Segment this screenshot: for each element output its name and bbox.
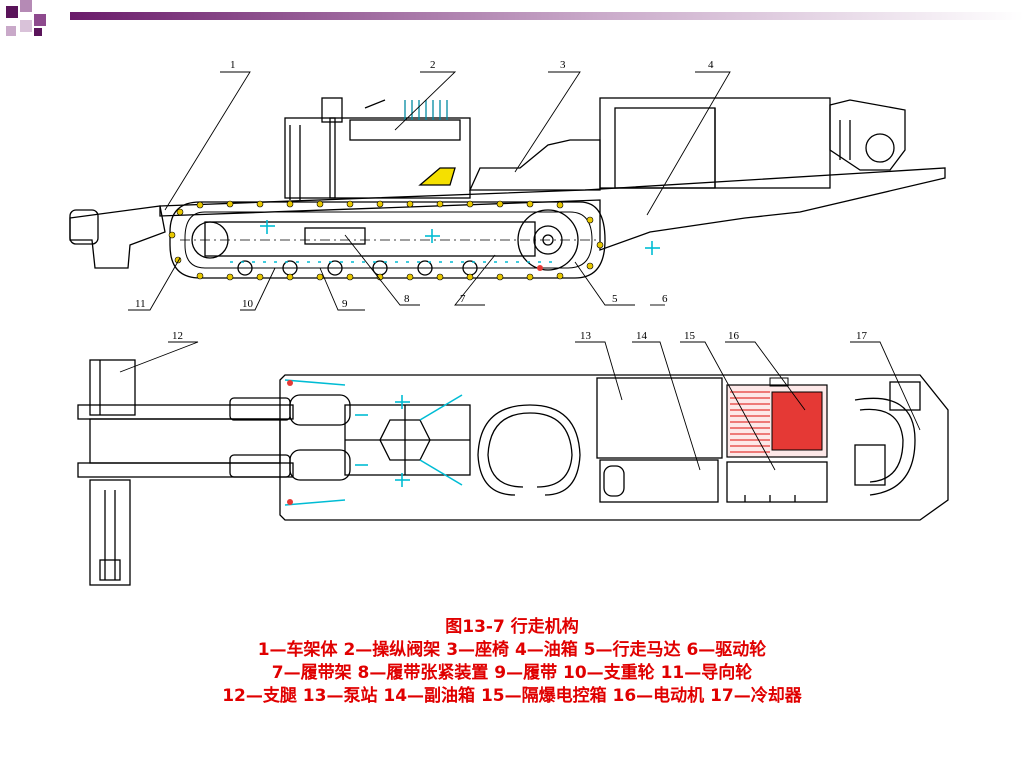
caption-line-3: 12—支腿 13—泵站 14—副油箱 15—隔爆电控箱 16—电动机 17—冷却…	[222, 686, 802, 706]
header-gradient-bar	[70, 12, 1024, 20]
callout-12: 12	[172, 330, 183, 342]
callout-13: 13	[580, 330, 592, 342]
callout-9: 9	[342, 298, 348, 310]
deco-square	[34, 28, 42, 36]
callout-6: 6	[662, 293, 668, 305]
deco-square	[6, 6, 18, 18]
callout-4: 4	[708, 59, 714, 71]
callout-14: 14	[636, 330, 648, 342]
callout-8: 8	[404, 293, 410, 305]
caption-title: 图13-7 行走机构	[445, 617, 579, 637]
deco-square	[20, 0, 32, 12]
callout-11: 11	[135, 298, 146, 310]
callout-15: 15	[684, 330, 696, 342]
deco-square	[20, 20, 32, 32]
deco-square	[6, 26, 16, 36]
callout-7: 7	[460, 293, 466, 305]
callout-16: 16	[728, 330, 740, 342]
callout-1: 1	[230, 59, 236, 71]
callout-17: 17	[856, 330, 868, 342]
callout-3: 3	[560, 59, 566, 71]
deco-square	[34, 14, 46, 26]
electric-motor-graphic	[726, 377, 828, 458]
caption-line-1: 1—车架体 2—操纵阀架 3—座椅 4—油箱 5—行走马达 6—驱动轮	[257, 640, 767, 660]
callout-10: 10	[242, 298, 254, 310]
caption-line-2: 7—履带架 8—履带张紧装置 9—履带 10—支重轮 11—导向轮	[271, 663, 753, 683]
walking-mechanism-diagram: 1 2 3 4 5 6 7 8 9 10 11 12 13 14 15 16 1…	[69, 59, 949, 586]
figure-caption: 图13-7 行走机构 1—车架体 2—操纵阀架 3—座椅 4—油箱 5—行走马达…	[0, 616, 1024, 708]
callout-2: 2	[430, 59, 436, 71]
callout-5: 5	[612, 293, 618, 305]
header-decoration	[6, 0, 1024, 36]
